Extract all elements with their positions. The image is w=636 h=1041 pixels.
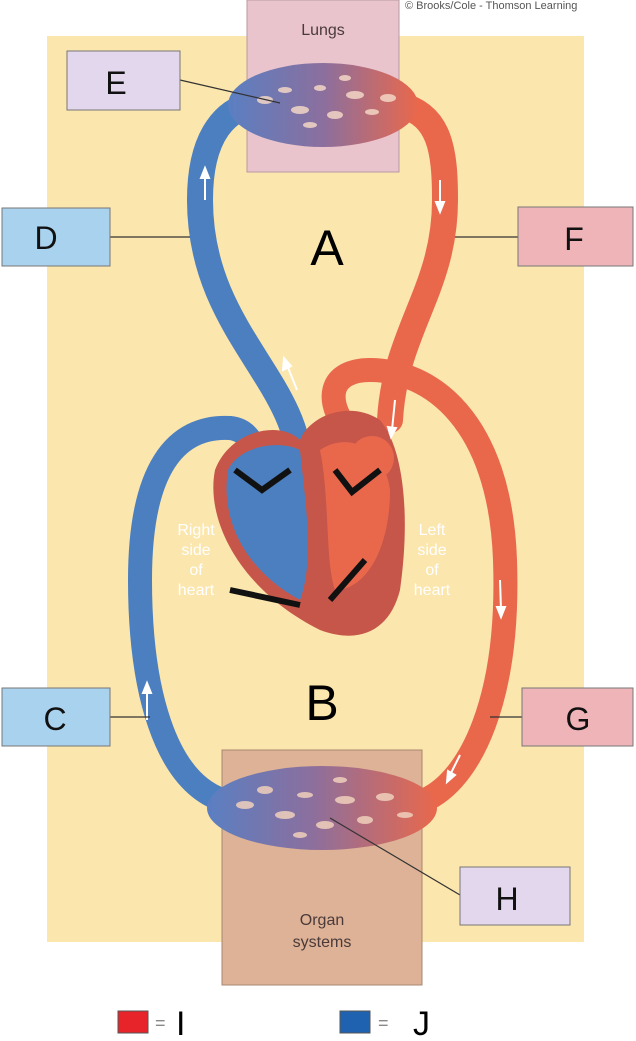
pulmonary-artery-vessel — [186, 92, 313, 483]
svg-text:Left: Left — [419, 522, 446, 539]
organ-systems-label-line1: Organ — [300, 912, 344, 929]
svg-text:F: F — [564, 221, 584, 257]
label-box-f[interactable]: F — [517, 206, 634, 267]
left-atrium — [350, 436, 394, 480]
vena-cava-vessel — [127, 415, 270, 812]
legend-swatch-blue — [339, 1010, 371, 1034]
svg-text:side: side — [181, 542, 210, 559]
pulmonary-circuit-label: A — [310, 220, 344, 276]
svg-text:side: side — [417, 542, 446, 559]
svg-text:E: E — [105, 65, 126, 101]
legend-item-oxygenated: = I — [117, 1005, 185, 1041]
organ-systems-label-line2: systems — [293, 934, 352, 951]
svg-text:D: D — [34, 220, 57, 256]
label-box-c[interactable]: C — [1, 687, 111, 747]
svg-text:Right: Right — [177, 522, 215, 539]
right-side-of-heart-label: Right side of heart — [177, 522, 215, 599]
svg-text:J: J — [413, 1005, 430, 1041]
label-box-d[interactable]: D — [1, 207, 111, 267]
svg-text:H: H — [495, 881, 518, 917]
systemic-capillary-bed — [207, 766, 437, 850]
flow-arrows — [141, 165, 507, 785]
aorta-vessel — [321, 357, 518, 812]
svg-text:C: C — [43, 701, 66, 737]
svg-text:of: of — [425, 562, 439, 579]
lung-capillary-bed — [228, 63, 418, 147]
label-box-h[interactable]: H — [459, 866, 571, 926]
heart — [213, 410, 405, 636]
copyright-credit: © Brooks/Cole - Thomson Learning — [405, 0, 577, 12]
legend-swatch-red — [117, 1010, 149, 1034]
svg-text:G: G — [566, 701, 591, 737]
systemic-circuit-label: B — [305, 675, 338, 731]
legend-item-deoxygenated: = J — [339, 1005, 430, 1041]
pulmonary-vein-vessel — [377, 92, 459, 433]
leader-lines — [110, 79, 522, 896]
svg-text:I: I — [176, 1005, 185, 1041]
lungs-label: Lungs — [301, 22, 345, 39]
svg-text:heart: heart — [178, 582, 215, 599]
svg-text:=: = — [378, 1013, 389, 1033]
svg-text:=: = — [155, 1013, 166, 1033]
left-side-of-heart-label: Left side of heart — [414, 522, 451, 599]
svg-text:of: of — [189, 562, 203, 579]
svg-text:heart: heart — [414, 582, 451, 599]
label-box-g[interactable]: G — [521, 687, 634, 747]
label-box-e[interactable]: E — [66, 50, 181, 111]
